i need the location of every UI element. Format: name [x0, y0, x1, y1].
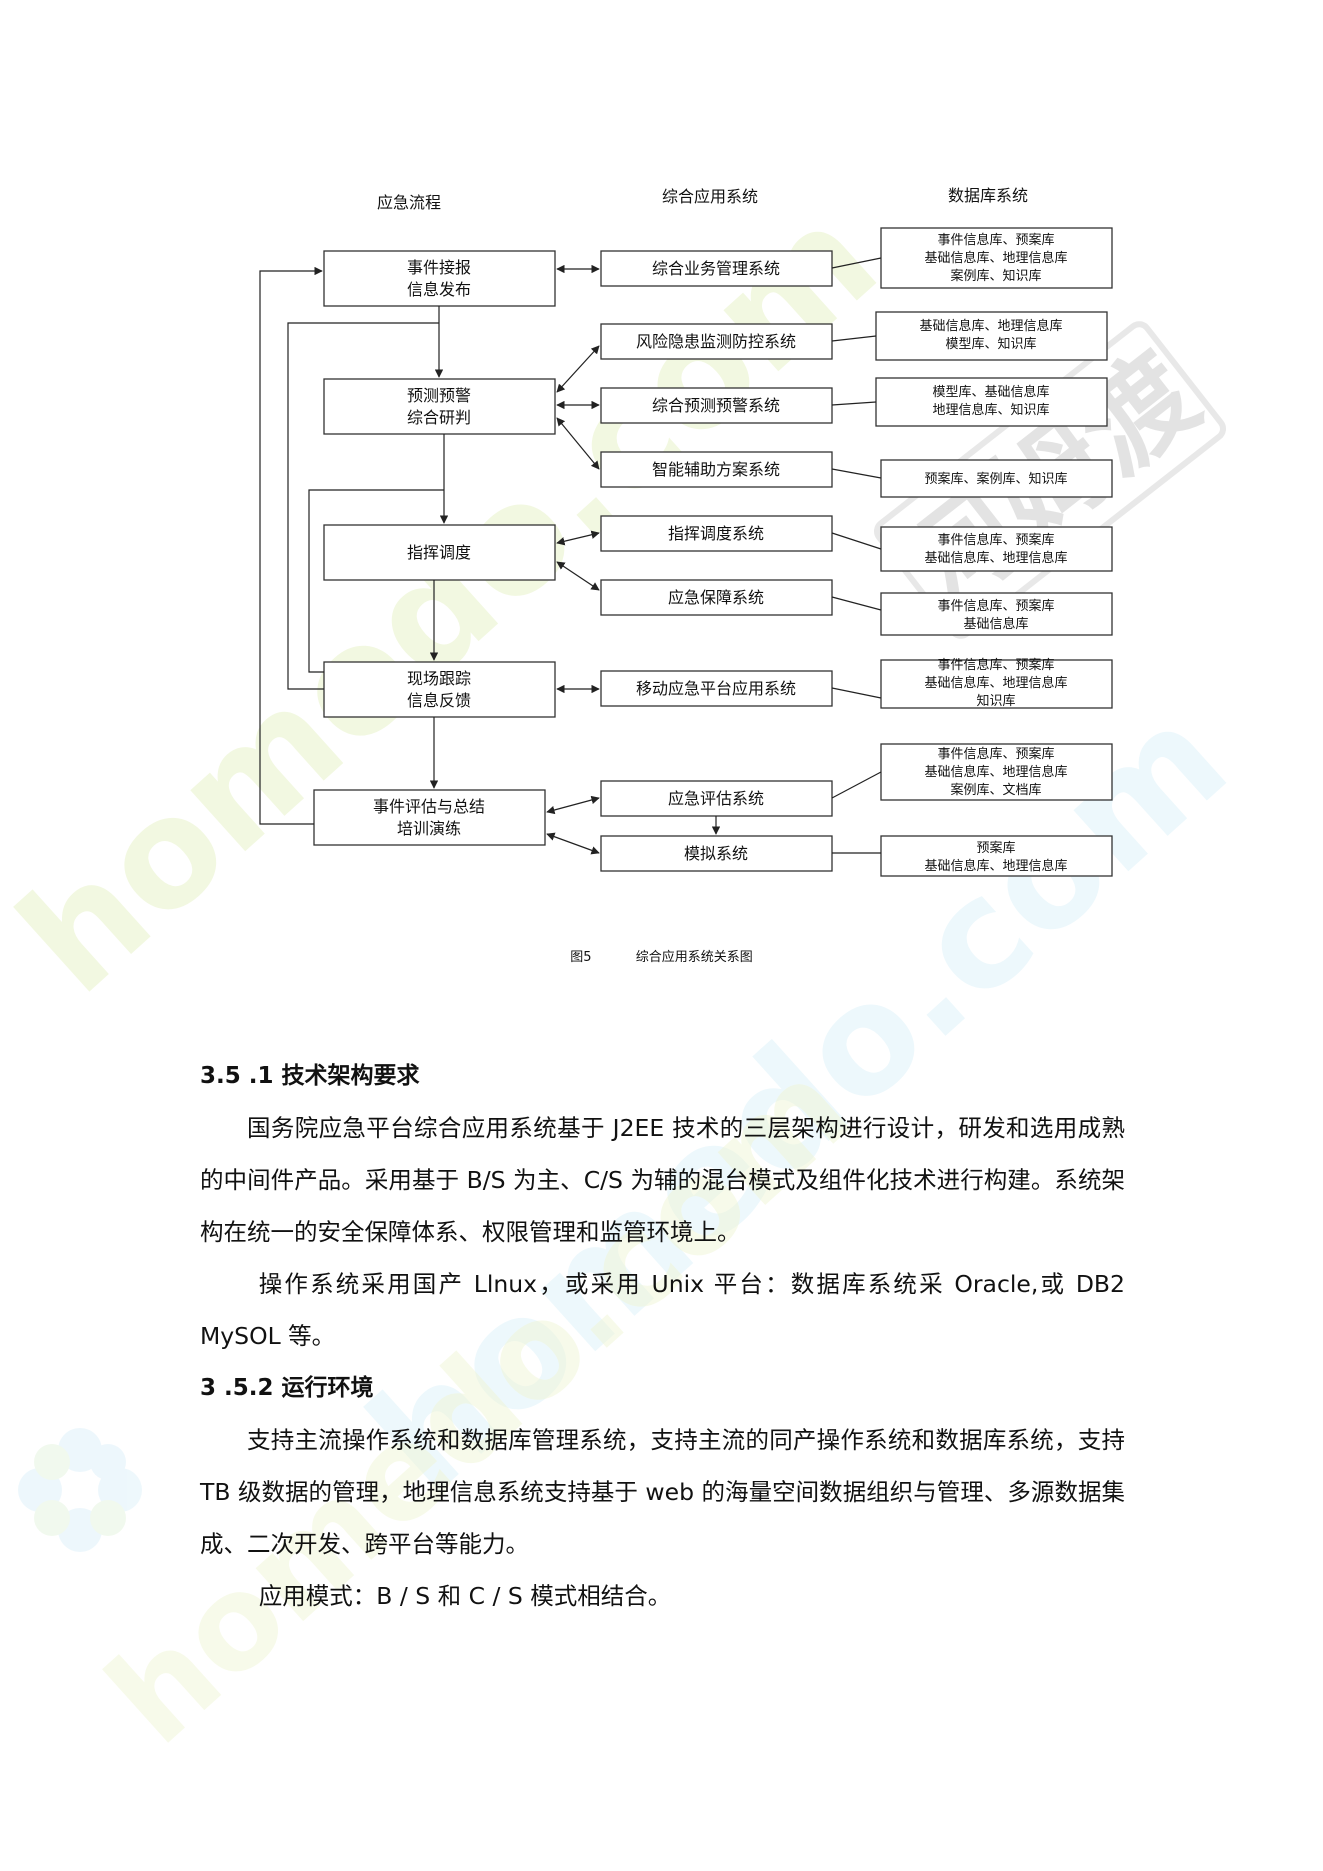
- section-heading-tech-architecture: 3.5 .1 技术架构要求: [200, 1063, 420, 1089]
- flow-step-tracking: 现场跟踪 信息反馈: [323, 661, 556, 718]
- svg-text:事件信息库、预案库: 事件信息库、预案库: [937, 232, 1054, 248]
- system-relationship-diagram: 应急流程 综合应用系统 数据库系统 事件接报 信息发布 预测预警 综合研判 指挥…: [259, 186, 1113, 877]
- paragraph-runtime: 支持主流操作系统和数据库管理系统，支持主流的同产操作系统和数据库系统，支持 TB…: [200, 1426, 1125, 1558]
- svg-text:预案库、案例库、知识库: 预案库、案例库、知识库: [924, 471, 1067, 487]
- svg-text:预案库: 预案库: [976, 840, 1015, 856]
- flow-step-evaluation: 事件评估与总结 培训演练: [313, 789, 546, 846]
- svg-text:信息反馈: 信息反馈: [407, 691, 471, 710]
- paragraph-architecture: 国务院应急平台综合应用系统基于 J2EE 技术的三层架构进行设计，研发和选用成熟…: [200, 1114, 1125, 1246]
- svg-text:基础信息库、地理信息库: 基础信息库、地理信息库: [924, 675, 1067, 691]
- svg-text:案例库、知识库: 案例库、知识库: [950, 268, 1041, 284]
- svg-text:培训演练: 培训演练: [397, 819, 461, 838]
- db-group-3: 模型库、基础信息库 地理信息库、知识库: [875, 377, 1108, 427]
- system-business-mgmt: 综合业务管理系统: [600, 250, 833, 287]
- svg-text:基础信息库、地理信息库: 基础信息库、地理信息库: [924, 858, 1067, 874]
- svg-text:综合业务管理系统: 综合业务管理系统: [652, 259, 780, 278]
- svg-text:模拟系统: 模拟系统: [684, 844, 748, 863]
- svg-text:模型库、基础信息库: 模型库、基础信息库: [932, 384, 1049, 400]
- svg-text:事件信息库、预案库: 事件信息库、预案库: [937, 598, 1054, 614]
- db-group-8: 事件信息库、预案库 基础信息库、地理信息库 案例库、文档库: [880, 743, 1113, 801]
- svg-text:信息发布: 信息发布: [407, 280, 471, 299]
- system-decision-support: 智能辅助方案系统: [600, 451, 833, 488]
- paragraph-app-mode: 应用模式：B / S 和 C / S 模式相结合。: [258, 1582, 672, 1610]
- svg-text:综合预测预警系统: 综合预测预警系统: [652, 396, 780, 415]
- svg-text:智能辅助方案系统: 智能辅助方案系统: [652, 460, 780, 479]
- db-group-4: 预案库、案例库、知识库: [880, 459, 1113, 498]
- db-group-5: 事件信息库、预案库 基础信息库、地理信息库: [880, 526, 1113, 572]
- figure-caption: 图5 综合应用系统关系图: [0, 946, 1323, 965]
- system-emergency-evaluation: 应急评估系统: [600, 780, 833, 817]
- db-group-2: 基础信息库、地理信息库 模型库、知识库: [875, 311, 1108, 361]
- column-header-flow: 应急流程: [377, 193, 441, 212]
- svg-text:应急评估系统: 应急评估系统: [668, 789, 764, 808]
- system-forecast-warning: 综合预测预警系统: [600, 387, 833, 424]
- svg-text:事件接报: 事件接报: [407, 258, 471, 277]
- figure-number: 图5: [570, 950, 592, 965]
- db-group-6: 事件信息库、预案库 基础信息库: [880, 592, 1113, 636]
- svg-text:基础信息库、地理信息库: 基础信息库、地理信息库: [924, 550, 1067, 566]
- svg-text:基础信息库: 基础信息库: [963, 616, 1028, 632]
- svg-text:应急保障系统: 应急保障系统: [668, 588, 764, 607]
- system-emergency-support: 应急保障系统: [600, 579, 833, 616]
- section-heading-runtime-env: 3 .5.2 运行环境: [200, 1375, 374, 1401]
- svg-text:事件信息库、预案库: 事件信息库、预案库: [937, 657, 1054, 673]
- db-group-1: 事件信息库、预案库 基础信息库、地理信息库 案例库、知识库: [880, 227, 1113, 289]
- svg-text:预测预警: 预测预警: [407, 386, 471, 405]
- svg-text:移动应急平台应用系统: 移动应急平台应用系统: [636, 679, 796, 698]
- system-command-dispatch: 指挥调度系统: [600, 515, 833, 552]
- svg-text:基础信息库、地理信息库: 基础信息库、地理信息库: [924, 764, 1067, 780]
- svg-text:事件评估与总结: 事件评估与总结: [373, 797, 485, 816]
- db-group-9: 预案库 基础信息库、地理信息库: [880, 835, 1113, 877]
- svg-text:知识库: 知识库: [976, 693, 1015, 709]
- system-risk-monitor: 风险隐患监测防控系统: [600, 323, 833, 360]
- column-header-db: 数据库系统: [948, 186, 1028, 205]
- column-header-app: 综合应用系统: [662, 187, 758, 206]
- flow-step-report: 事件接报 信息发布: [323, 250, 556, 307]
- figure-title: 综合应用系统关系图: [635, 950, 753, 965]
- svg-text:指挥调度: 指挥调度: [407, 543, 471, 562]
- svg-text:综合研判: 综合研判: [407, 408, 471, 427]
- svg-text:现场跟踪: 现场跟踪: [407, 669, 471, 688]
- svg-text:模型库、知识库: 模型库、知识库: [945, 336, 1036, 352]
- svg-text:指挥调度系统: 指挥调度系统: [668, 524, 764, 543]
- svg-text:事件信息库、预案库: 事件信息库、预案库: [937, 532, 1054, 548]
- svg-text:基础信息库、地理信息库: 基础信息库、地理信息库: [924, 250, 1067, 266]
- svg-text:地理信息库、知识库: 地理信息库、知识库: [932, 402, 1049, 418]
- watermark-flower-icon: [18, 1428, 142, 1552]
- svg-text:案例库、文档库: 案例库、文档库: [950, 782, 1041, 798]
- paragraph-os-db: 操作系统采用国产 Llnux，或采用 Unix 平台：数据库系统采 Oracle…: [200, 1270, 1125, 1350]
- svg-text:事件信息库、预案库: 事件信息库、预案库: [937, 746, 1054, 762]
- svg-text:风险隐患监测防控系统: 风险隐患监测防控系统: [636, 332, 796, 351]
- flow-connectors: [259, 266, 449, 825]
- flow-system-connectors: [546, 264, 721, 855]
- system-mobile-platform: 移动应急平台应用系统: [600, 670, 833, 707]
- flow-step-command: 指挥调度: [323, 524, 556, 581]
- system-simulation: 模拟系统: [600, 835, 833, 872]
- flow-step-forecast: 预测预警 综合研判: [323, 378, 556, 435]
- system-db-connectors: [831, 257, 882, 854]
- db-group-7: 事件信息库、预案库 基础信息库、地理信息库 知识库: [880, 657, 1113, 709]
- svg-text:基础信息库、地理信息库: 基础信息库、地理信息库: [919, 318, 1062, 334]
- document-body: 3.5 .1 技术架构要求 国务院应急平台综合应用系统基于 J2EE 技术的三层…: [200, 1050, 1125, 1622]
